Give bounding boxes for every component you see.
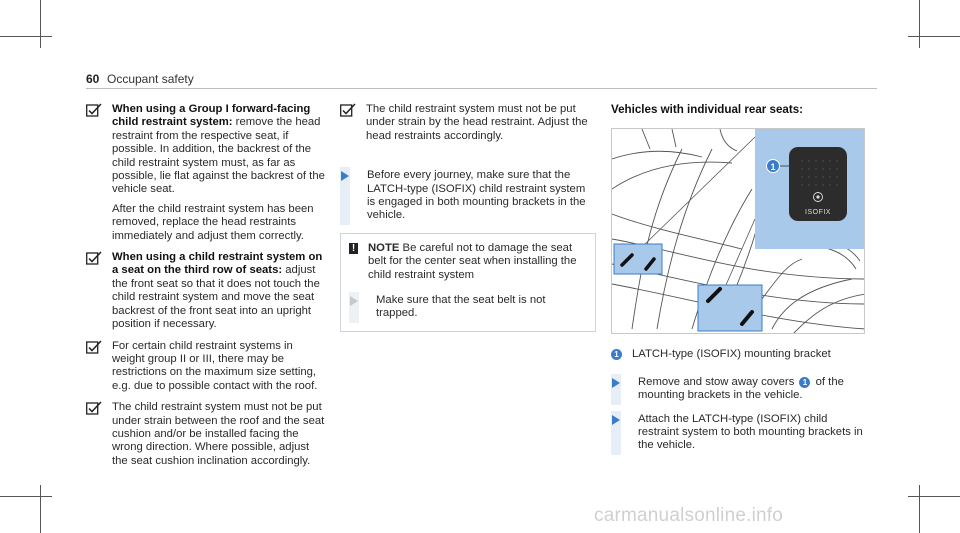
checkbox-icon xyxy=(340,103,356,117)
page-header: 60 Occupant safety xyxy=(86,72,876,88)
instruction-step: Remove and stow away covers 1 of the mou… xyxy=(611,373,871,405)
note-step: Make sure that the seat belt is not trap… xyxy=(349,292,585,323)
crop-mark xyxy=(40,0,41,48)
page-number: 60 xyxy=(86,72,100,86)
crop-mark xyxy=(908,36,960,37)
check-item: The child restraint system must not be p… xyxy=(86,401,326,468)
exclamation-icon: ! xyxy=(349,242,358,254)
legend-number: 1 xyxy=(611,349,622,361)
item-text: For certain child restraint systems in w… xyxy=(112,339,318,392)
checkbox-icon xyxy=(86,103,102,117)
instruction-step: Before every journey, make sure that the… xyxy=(340,167,596,225)
step-text: Before every journey, make sure that the… xyxy=(367,169,586,222)
item-text: The child restraint system must not be p… xyxy=(366,103,588,142)
crop-mark xyxy=(919,485,920,533)
item-text: adjust the front seat so that it does no… xyxy=(112,264,320,331)
watermark: carmanualsonline.info xyxy=(594,505,784,526)
note-box: ! NOTE Be careful not to damage the seat… xyxy=(340,232,596,332)
checkbox-icon xyxy=(86,339,102,354)
figure-callout: 1 xyxy=(766,159,780,174)
check-item: When using a child restraint system on a… xyxy=(86,251,326,331)
crop-mark xyxy=(0,496,52,497)
step-bar xyxy=(349,292,359,323)
column-1: When using a Group I forward-facing chil… xyxy=(86,103,326,476)
check-item: For certain child restraint systems in w… xyxy=(86,340,326,394)
step-text: Make sure that the seat belt is not trap… xyxy=(376,294,546,320)
column-3: Vehicles with individual rear seats: xyxy=(611,103,871,463)
note-header: ! NOTE Be careful not to damage the seat… xyxy=(349,242,585,282)
isofix-figure: 1 ISOFIX xyxy=(611,128,865,335)
instruction-step: Attach the LATCH-type (ISOFIX) child res… xyxy=(611,410,871,455)
crop-mark xyxy=(919,0,920,48)
check-item: When using a Group I forward-facing chil… xyxy=(86,103,326,243)
checkbox-icon xyxy=(86,401,102,415)
figure-title: Vehicles with individual rear seats: xyxy=(611,103,804,116)
step-arrow-icon xyxy=(350,296,358,307)
item-paragraph: After the child restraint system has bee… xyxy=(112,202,314,242)
item-heading: When using a child restraint system on a… xyxy=(112,251,323,277)
header-rule xyxy=(86,88,877,89)
section-title: Occupant safety xyxy=(107,72,194,86)
column-2: The child restraint system must not be p… xyxy=(340,103,596,332)
step-bar xyxy=(611,373,621,405)
crop-mark xyxy=(40,485,41,533)
step-bar xyxy=(611,410,621,455)
note-text: Be careful not to damage the seat belt f… xyxy=(368,241,577,281)
check-item: The child restraint system must not be p… xyxy=(340,103,596,143)
step-arrow-icon xyxy=(341,171,349,182)
note-label: NOTE xyxy=(368,241,400,254)
seat-illustration xyxy=(612,129,864,334)
crop-mark xyxy=(0,36,52,37)
checkbox-icon xyxy=(86,251,102,265)
step-text: Remove and stow away covers xyxy=(638,375,798,388)
item-heading: When using a Group I forward-facing chil… xyxy=(112,103,311,129)
crop-mark xyxy=(908,496,960,497)
isofix-badge-label: ISOFIX xyxy=(805,209,831,217)
step-arrow-icon xyxy=(612,377,620,388)
legend-text: LATCH-type (ISOFIX) mounting bracket xyxy=(632,348,831,361)
item-text: remove the head restraint from the respe… xyxy=(112,116,325,196)
figure-legend: 1 LATCH-type (ISOFIX) mounting bracket xyxy=(611,348,871,361)
inline-number: 1 xyxy=(799,376,811,388)
step-text: of the mounting brackets in the vehicle. xyxy=(638,375,844,402)
step-arrow-icon xyxy=(612,414,620,425)
step-text: Attach the LATCH-type (ISOFIX) child res… xyxy=(638,412,863,452)
item-text: The child restraint system must not be p… xyxy=(112,401,325,467)
step-bar xyxy=(340,167,350,225)
